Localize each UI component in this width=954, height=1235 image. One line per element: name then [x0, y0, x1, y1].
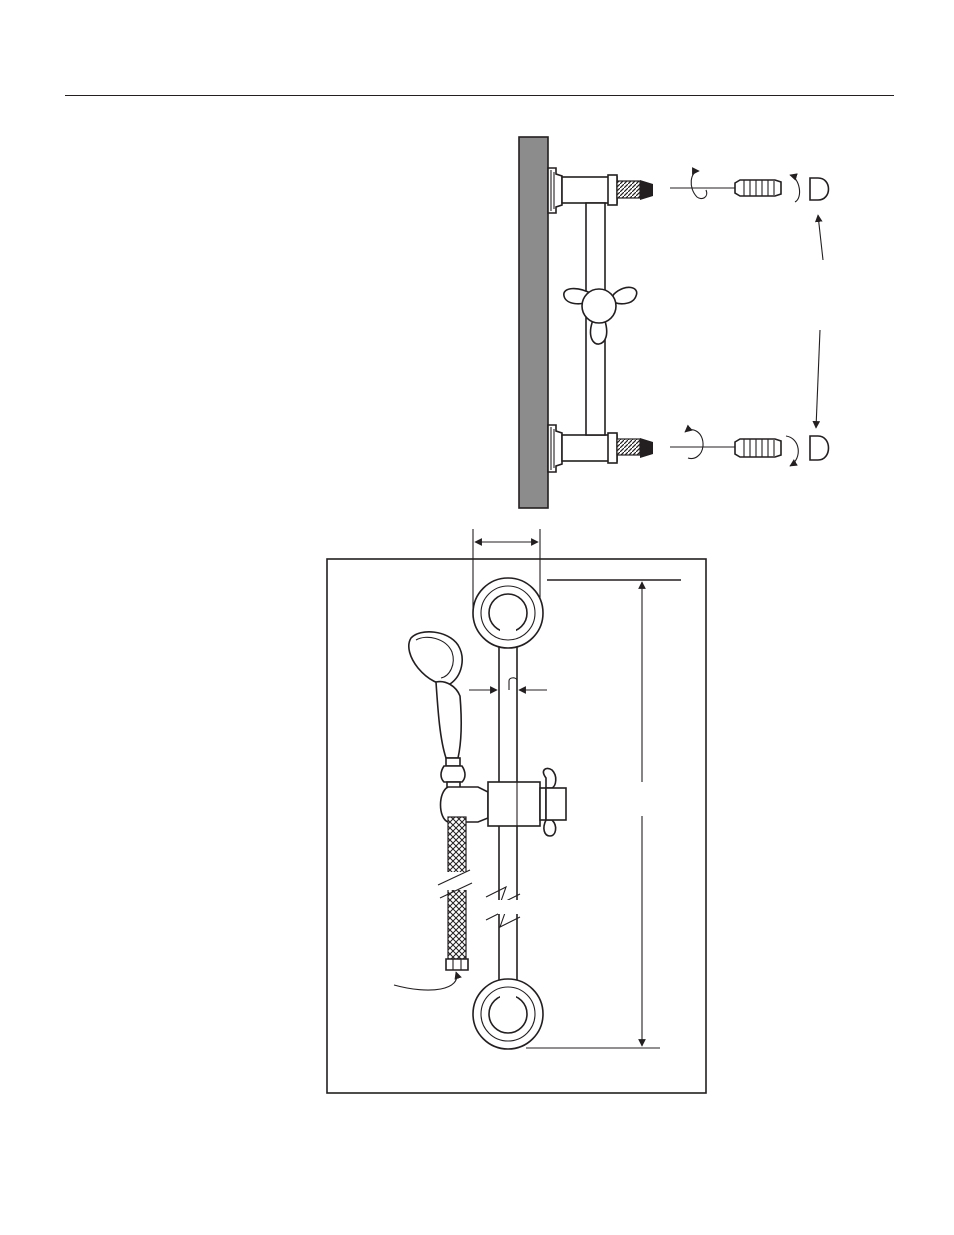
- wall-section: [519, 137, 548, 508]
- bottom-rosette: [473, 979, 543, 1049]
- top-screw: [670, 171, 800, 202]
- bottom-screw: [670, 430, 798, 466]
- cross-handle-knob: [564, 287, 637, 344]
- bottom-thread: [617, 439, 640, 455]
- cap-pointer-bottom: [816, 330, 820, 428]
- top-cap: [810, 178, 829, 200]
- top-rosette: [473, 578, 543, 648]
- front-view-figure: [327, 529, 706, 1093]
- height-label-blank: [606, 782, 684, 816]
- hose-connector: [446, 959, 468, 970]
- bottom-cap: [810, 436, 829, 460]
- cap-pointer-top: [818, 215, 823, 260]
- side-view-figure: [519, 137, 829, 508]
- top-thread: [617, 181, 640, 198]
